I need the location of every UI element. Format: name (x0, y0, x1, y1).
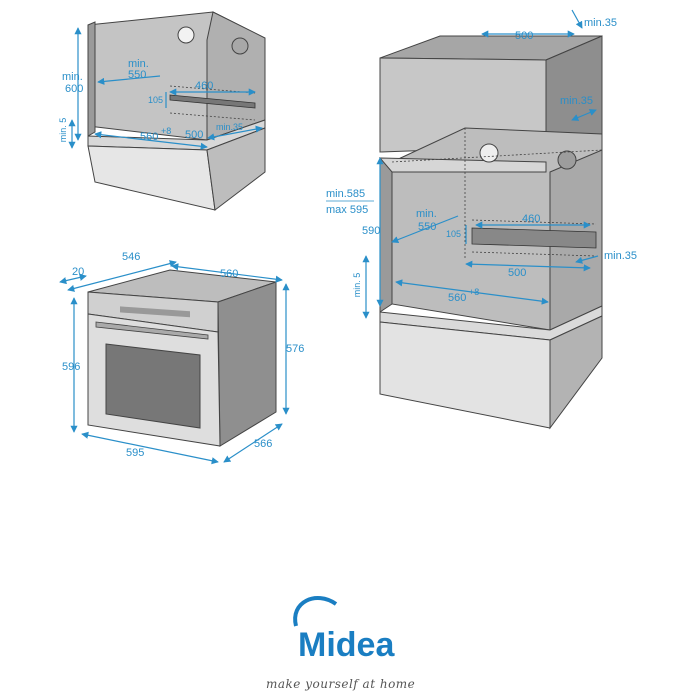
dim-min-600-label-2: 600 (65, 83, 83, 95)
dim-min-35-side-label: min.35 (604, 250, 637, 262)
dim-min-550-label-2: 550 (418, 221, 436, 233)
cabinet-column-dimensions: 500 min.35 min.35 min.585 max 595 590 mi… (326, 9, 637, 319)
cabinet-undercounter-dimensions: min. 600 min. 550 460 105 min. 5 560 +8 … (58, 27, 263, 150)
dim-546-label: 546 (122, 251, 140, 263)
dim-576-label: 576 (286, 343, 304, 355)
dim-560-tolerance: +8 (161, 126, 171, 136)
dim-min-5-label-c: min. 5 (352, 273, 362, 298)
dim-460-label: 460 (195, 80, 213, 92)
brand-name: Midea (298, 626, 395, 664)
dim-min-550-label-2: 550 (128, 69, 146, 81)
dim-min-35-mid-label: min.35 (560, 95, 593, 107)
dim-min-35-top-label: min.35 (584, 17, 617, 29)
dim-min-550-label-1: min. (416, 208, 437, 220)
dim-560-label: 560 (140, 131, 158, 143)
dim-min-585-label: min.585 (326, 188, 365, 200)
dim-460-label-c: 460 (522, 213, 540, 225)
dim-560-label-c: 560 (448, 292, 466, 304)
oven-body-dimensions: 546 20 560 596 576 595 566 (59, 251, 304, 465)
dim-560-tolerance-c: +8 (469, 287, 479, 297)
dim-min-5-label: min. 5 (58, 118, 68, 143)
dim-min-550-label-1: min. (128, 58, 149, 70)
dim-20-label: 20 (72, 266, 84, 278)
dim-105-label-c: 105 (446, 229, 461, 239)
dim-min-600-label-1: min. (62, 71, 83, 83)
dim-590-label: 590 (362, 225, 380, 237)
dim-min-35-label: min.35 (216, 122, 243, 132)
midea-swoosh-icon (293, 596, 338, 627)
dim-500-top-label: 500 (515, 30, 533, 42)
dim-595-label: 595 (126, 447, 144, 459)
oven-body-diagram (87, 269, 277, 447)
dim-max-595-label: max 595 (326, 204, 368, 216)
dim-566-label: 566 (254, 438, 272, 450)
dim-560-label-b: 560 (220, 268, 238, 280)
cabinet-undercounter-diagram (87, 11, 266, 211)
dim-500-label: 500 (185, 129, 203, 141)
midea-logo: Midea make yourself at home (266, 596, 415, 691)
dim-500-bottom-label: 500 (508, 267, 526, 279)
dim-596-label: 596 (62, 361, 80, 373)
brand-tagline: make yourself at home (266, 677, 415, 691)
dim-105-label: 105 (148, 95, 163, 105)
